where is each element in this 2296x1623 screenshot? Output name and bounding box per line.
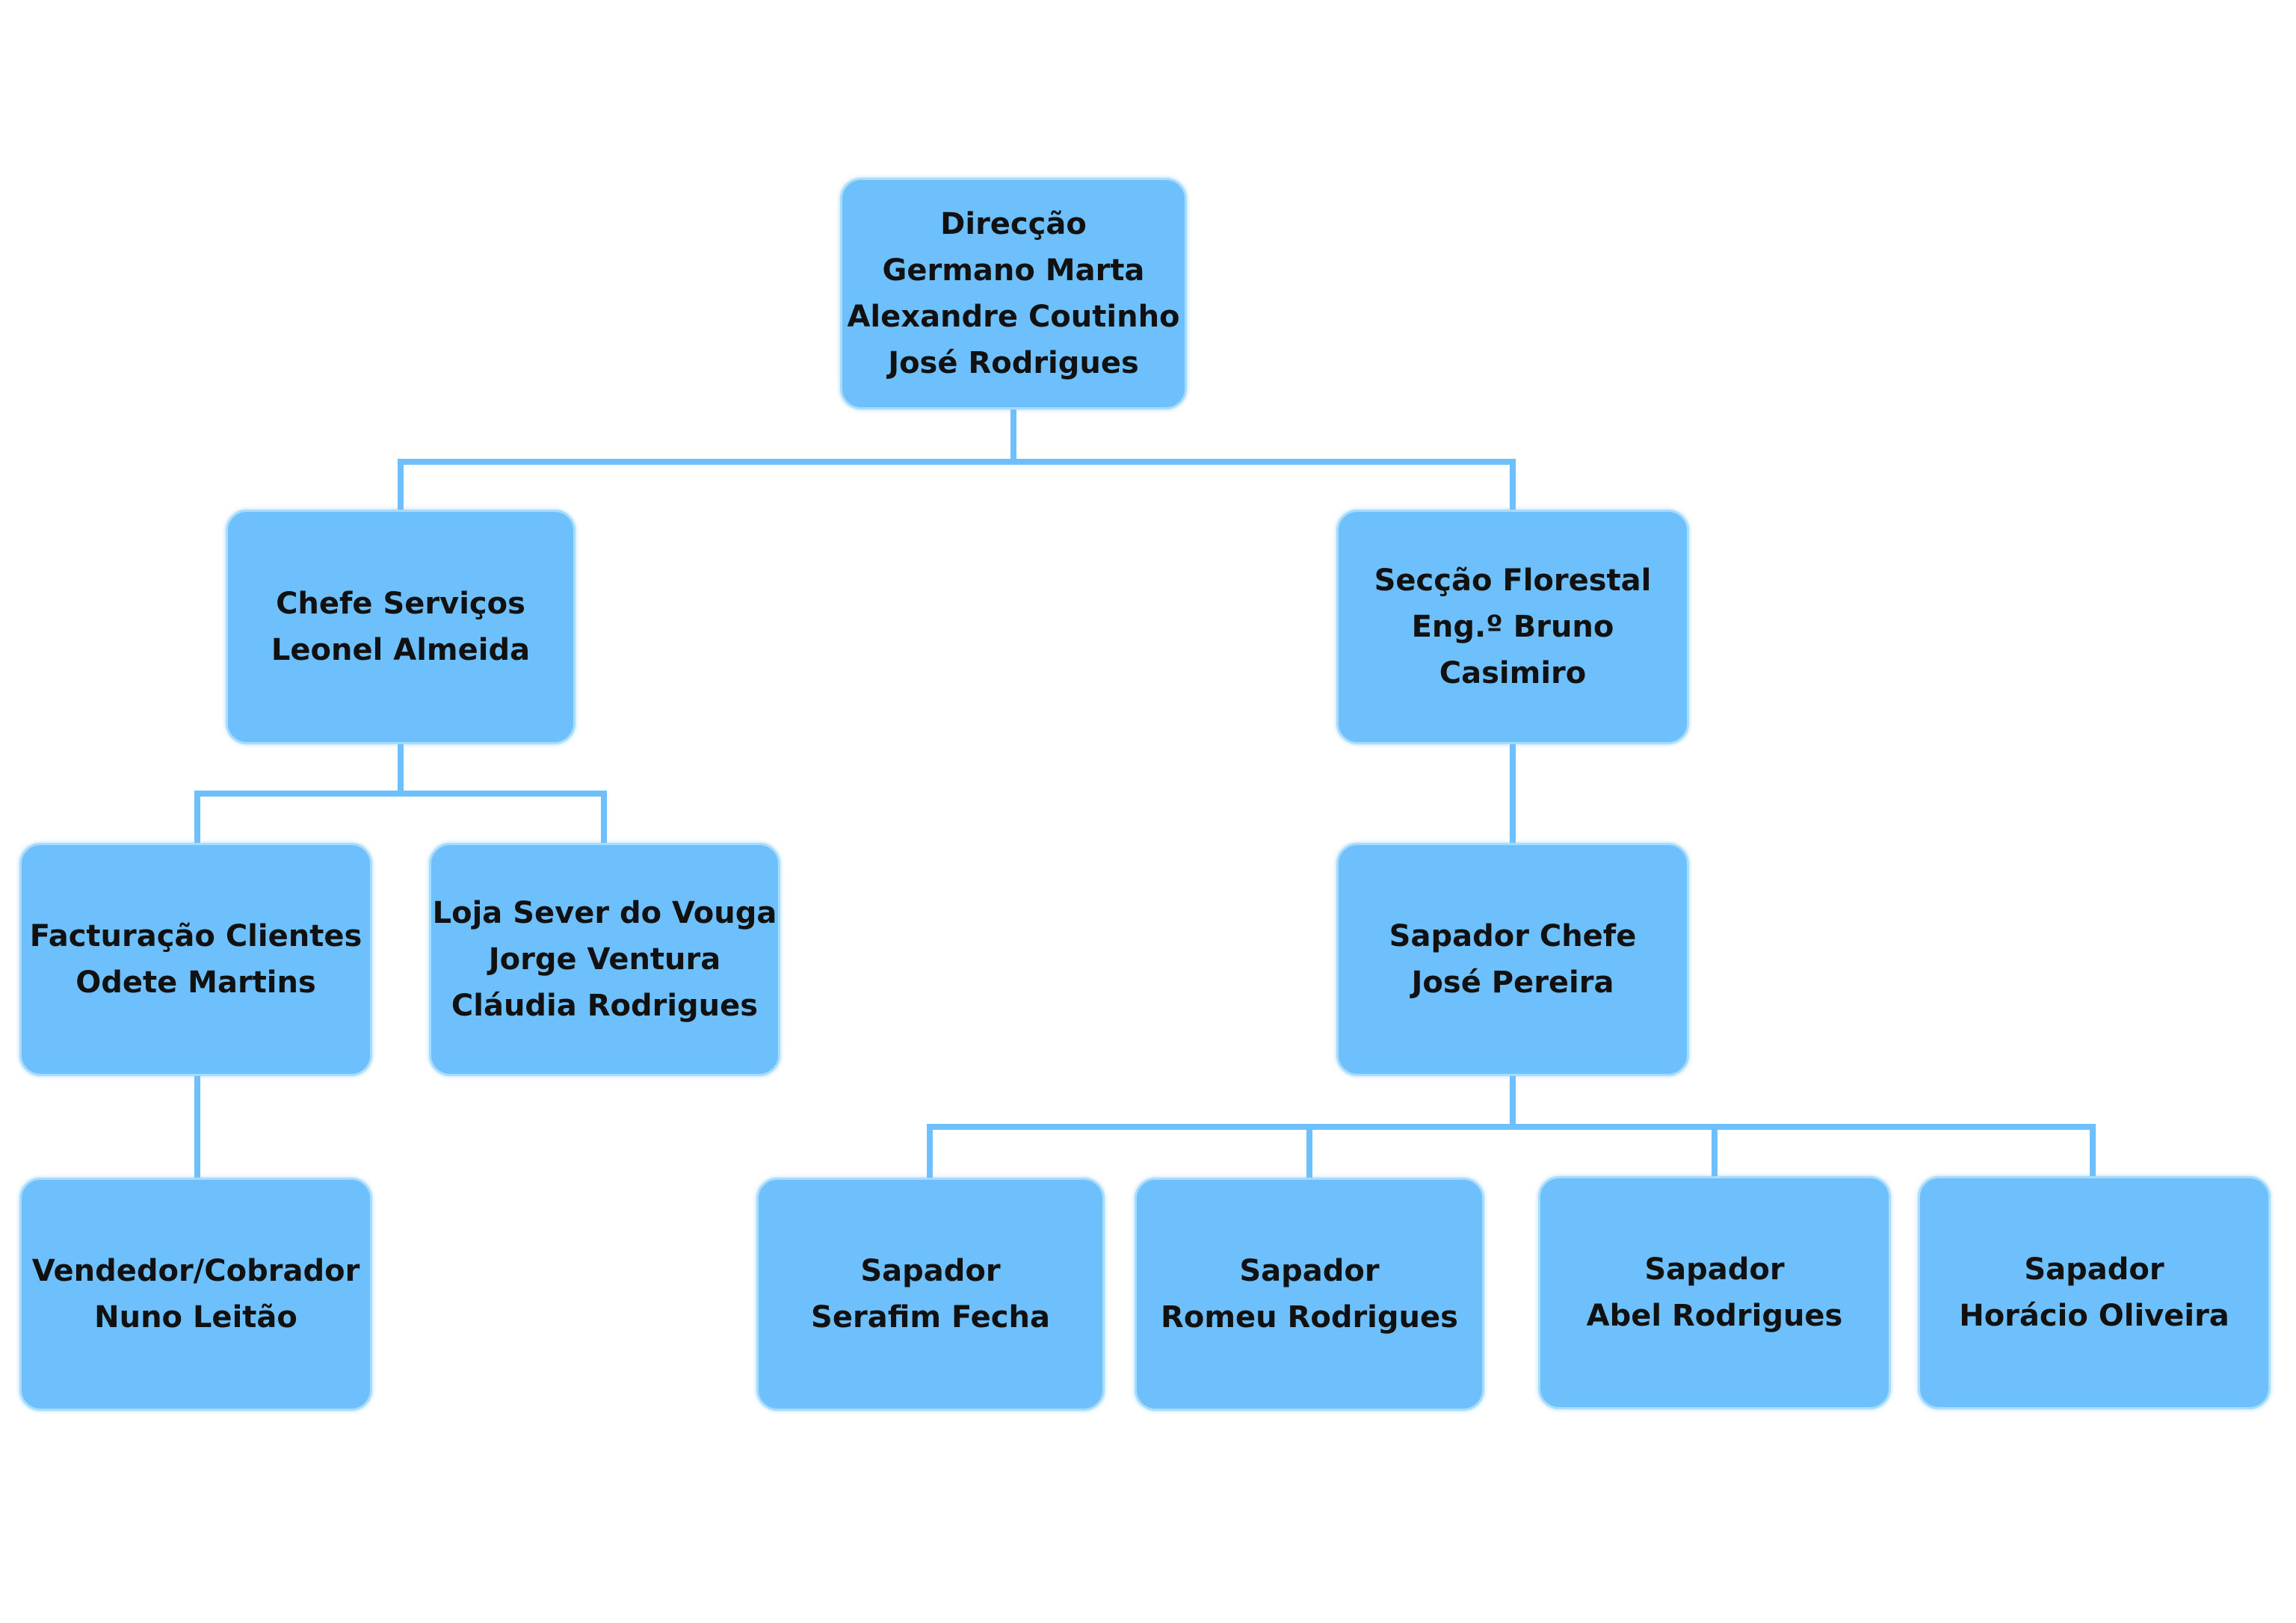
node-person: Casimiro xyxy=(1439,656,1587,690)
node-title: Direcção xyxy=(940,207,1087,241)
node-title: Chefe Serviços xyxy=(276,587,525,621)
node-person: Romeu Rodrigues xyxy=(1161,1300,1458,1335)
node-title: Loja Sever do Vouga xyxy=(432,896,777,930)
node-title: Facturação Clientes xyxy=(29,919,362,953)
node-loja-sever-do-vouga: Loja Sever do Vouga Jorge Ventura Cláudi… xyxy=(429,843,780,1076)
node-person: José Rodrigues xyxy=(888,346,1139,380)
node-title: Sapador xyxy=(1239,1254,1380,1288)
node-title: Sapador xyxy=(860,1254,1001,1288)
node-person: Cláudia Rodrigues xyxy=(451,989,759,1023)
node-sapador-horacio: Sapador Horácio Oliveira xyxy=(1918,1176,2271,1409)
node-person: Odete Martins xyxy=(75,965,316,1000)
node-person: Eng.º Bruno xyxy=(1411,610,1614,644)
node-person: Horácio Oliveira xyxy=(1959,1299,2229,1333)
node-title: Secção Florestal xyxy=(1374,563,1652,598)
node-facturacao-clientes: Facturação Clientes Odete Martins xyxy=(19,843,372,1076)
node-person: José Pereira xyxy=(1411,965,1614,1000)
node-direccao: Direcção Germano Marta Alexandre Coutinh… xyxy=(840,178,1187,409)
node-vendedor-cobrador: Vendedor/Cobrador Nuno Leitão xyxy=(19,1178,372,1411)
node-person: Alexandre Coutinho xyxy=(847,300,1180,334)
node-person: Nuno Leitão xyxy=(94,1300,297,1335)
node-sapador-serafim: Sapador Serafim Fecha xyxy=(756,1178,1105,1411)
node-sapador-romeu: Sapador Romeu Rodrigues xyxy=(1135,1178,1484,1411)
node-title: Sapador xyxy=(1644,1252,1785,1287)
node-person: Abel Rodrigues xyxy=(1586,1299,1843,1333)
node-seccao-florestal: Secção Florestal Eng.º Bruno Casimiro xyxy=(1336,510,1689,744)
node-person: Leonel Almeida xyxy=(271,633,531,667)
node-sapador-chefe: Sapador Chefe José Pereira xyxy=(1336,843,1689,1076)
node-person: Serafim Fecha xyxy=(811,1300,1050,1335)
node-title: Sapador Chefe xyxy=(1389,919,1637,953)
node-sapador-abel: Sapador Abel Rodrigues xyxy=(1538,1176,1891,1409)
node-person: Jorge Ventura xyxy=(488,942,721,977)
node-person: Germano Marta xyxy=(882,253,1145,288)
node-title: Sapador xyxy=(2024,1252,2164,1287)
node-title: Vendedor/Cobrador xyxy=(31,1254,360,1288)
node-chefe-servicos: Chefe Serviços Leonel Almeida xyxy=(226,510,575,744)
